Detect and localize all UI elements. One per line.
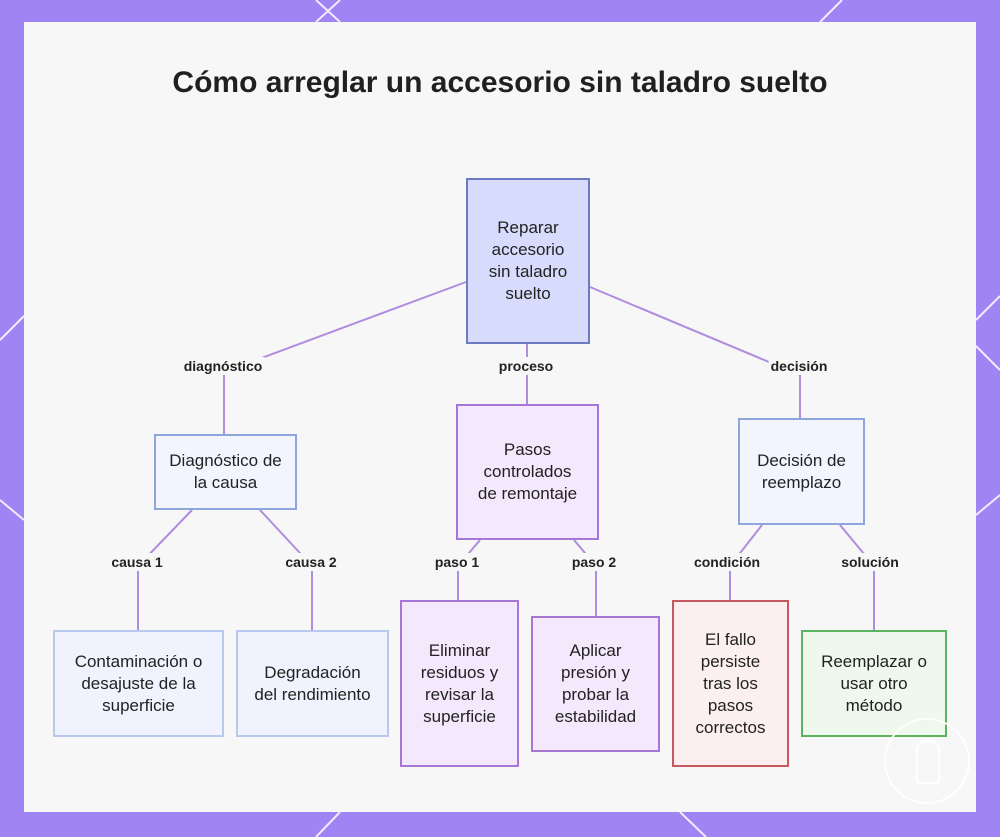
edge-label-proceso: proceso	[496, 357, 556, 375]
edge-pasos-aplicar	[573, 539, 597, 616]
node-pasos: Pasos controlados de remontaje	[456, 404, 599, 540]
node-aplicar: Aplicar presión y probar la estabilidad	[531, 616, 660, 752]
node-eliminar: Eliminar residuos y revisar la superfici…	[400, 600, 519, 767]
edge-label-diagnostico: diagnóstico	[181, 357, 265, 375]
node-diagnostico: Diagnóstico de la causa	[154, 434, 297, 510]
edge-decision-reemplazar	[839, 524, 875, 630]
node-root: Reparar accesorio sin taladro suelto	[466, 178, 590, 344]
edge-label-causa1: causa 1	[109, 553, 165, 571]
logo-icon	[884, 718, 970, 804]
node-degradacion: Degradación del rendimiento	[236, 630, 389, 737]
node-fallo: El fallo persiste tras los pasos correct…	[672, 600, 789, 767]
edge-label-condicion: condición	[691, 553, 763, 571]
edge-label-solucion: solución	[839, 553, 901, 571]
edge-label-paso1: paso 1	[432, 553, 482, 571]
page-title: Cómo arreglar un accesorio sin taladro s…	[172, 66, 828, 99]
edge-label-decision: decisión	[768, 357, 830, 375]
node-decision: Decisión de reemplazo	[738, 418, 865, 525]
node-reemplazar: Reemplazar o usar otro método	[801, 630, 947, 737]
edge-label-causa2: causa 2	[283, 553, 339, 571]
edge-root-decision	[589, 286, 801, 418]
edge-label-paso2: paso 2	[569, 553, 619, 571]
node-contaminacion: Contaminación o desajuste de la superfic…	[53, 630, 224, 737]
